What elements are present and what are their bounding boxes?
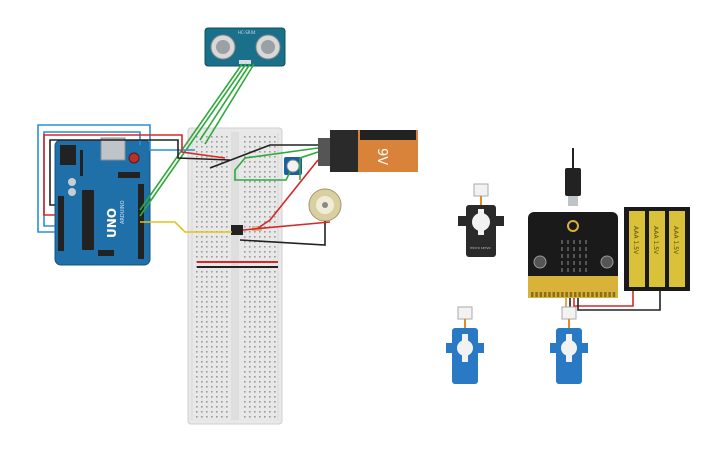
breadboard[interactable] (187, 127, 283, 425)
arduino-brand-sub: ARDUINO (120, 200, 126, 224)
ultrasonic-sensor[interactable]: HC-SR04 (204, 27, 286, 67)
servo-top-label: micro servo (470, 246, 491, 250)
aaa-cell-label: AAA 1.5V (672, 226, 679, 255)
usb-cable (565, 148, 581, 206)
arduino-brand: UNO (105, 208, 119, 238)
dc-motor[interactable] (308, 188, 342, 222)
potentiometer[interactable] (284, 157, 302, 175)
transistor[interactable] (231, 225, 243, 235)
servo-bottom-right[interactable] (550, 306, 588, 384)
aaa-cell: AAA 1.5V (629, 211, 645, 287)
servo-top[interactable]: micro servo (458, 183, 504, 257)
servo-bottom-left[interactable] (446, 306, 484, 384)
microbit-led-grid (561, 240, 587, 272)
microbit[interactable] (528, 212, 618, 298)
aaa-cell-label: AAA 1.5V (652, 226, 659, 255)
aaa-cell: AAA 1.5V (669, 211, 685, 287)
battery-9v-label: 9V (374, 148, 389, 165)
aaa-battery-pack[interactable]: AAA 1.5V AAA 1.5V AAA 1.5V (624, 207, 690, 291)
ultrasonic-label: HC-SR04 (238, 30, 256, 35)
aaa-cell: AAA 1.5V (649, 211, 665, 287)
battery-9v[interactable]: 9V (318, 130, 418, 172)
aaa-cell-label: AAA 1.5V (632, 226, 639, 255)
microbit-edge-pins (531, 292, 616, 297)
arduino-uno[interactable]: UNO ARDUINO (54, 137, 151, 266)
wires-left (37, 63, 331, 246)
